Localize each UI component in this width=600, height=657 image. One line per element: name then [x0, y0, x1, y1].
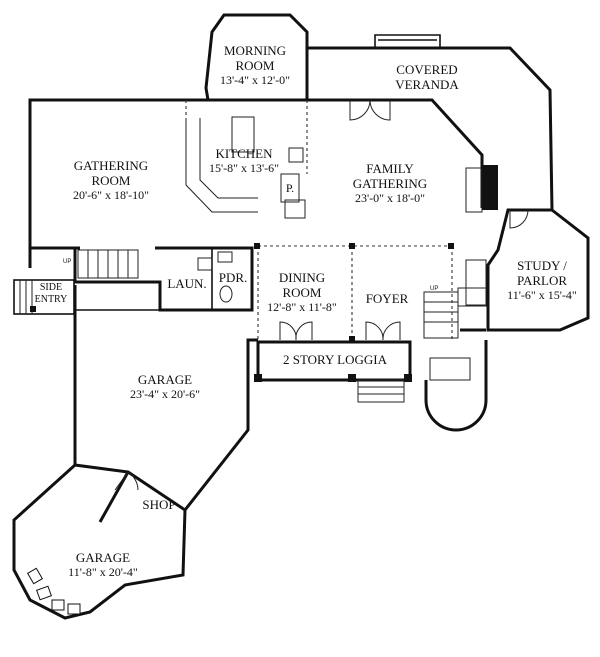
gathering-room-label: GATHERING ROOM 20'-6" x 18'-10" — [46, 158, 176, 203]
side-entry-post — [30, 306, 36, 312]
loggia-post-3 — [404, 374, 412, 382]
coat-closet — [457, 287, 487, 307]
powder-sink — [217, 251, 233, 263]
garage-small-walls — [12, 463, 187, 620]
side-entry-label: SIDE ENTRY — [28, 282, 74, 306]
garage-main-name: GARAGE — [137, 372, 193, 387]
column-1 — [254, 243, 260, 249]
pantry-box — [280, 173, 300, 203]
fridge — [284, 199, 306, 219]
loggia-name: 2 STORY LOGGIA — [282, 352, 387, 367]
loggia-post-2 — [348, 374, 356, 382]
laundry-label: LAUN. — [164, 276, 210, 291]
morning-room-label: MORNING ROOM 13'-4" x 12'-0" — [200, 43, 310, 88]
dining-room-name: DINING ROOM — [278, 270, 326, 300]
morning-room-walls — [204, 13, 309, 102]
loggia-steps — [357, 379, 405, 403]
loggia-post-1 — [254, 374, 262, 382]
garage-small-dims: 11'-8" x 20'-4" — [68, 565, 138, 579]
kitchen-sink — [288, 147, 304, 163]
column-2 — [349, 243, 355, 249]
family-gathering-label: FAMILY GATHERING 23'-0" x 18'-0" — [330, 161, 450, 206]
kitchen-island — [231, 116, 255, 153]
powder-name: PDR. — [218, 270, 248, 285]
study-door — [509, 209, 529, 229]
stair-right-up-label: UP — [430, 286, 439, 292]
gathering-room-name: GATHERING ROOM — [73, 158, 149, 188]
veranda-label: COVERED VERANDA — [372, 62, 482, 92]
veranda-name: COVERED VERANDA — [395, 62, 459, 92]
fireplace — [482, 165, 498, 210]
morning-room-name: MORNING ROOM — [223, 43, 287, 73]
dining-room-label: DINING ROOM 12'-8" x 11'-8" — [252, 270, 352, 315]
veranda-door — [349, 99, 391, 121]
loggia-walls — [256, 340, 412, 382]
stair-left — [77, 249, 139, 279]
kitchen-dims: 15'-8" x 13'-6" — [208, 161, 280, 175]
study-parlor-name: STUDY / PARLOR — [516, 258, 568, 288]
gathering-room-dims: 20'-6" x 18'-10" — [72, 188, 150, 202]
family-gathering-name: FAMILY GATHERING — [352, 161, 428, 191]
study-parlor-label: STUDY / PARLOR 11'-6" x 15'-4" — [494, 258, 590, 303]
garage-main-dims: 23'-4" x 20'-6" — [129, 387, 201, 401]
powder-toilet — [219, 285, 233, 303]
pantry-label: P. — [281, 181, 299, 196]
shop-name: SHOP — [142, 497, 176, 512]
veranda-steps — [374, 34, 441, 48]
study-closet — [465, 259, 487, 306]
dining-door — [279, 321, 313, 341]
garage-main-label: GARAGE 23'-4" x 20'-6" — [100, 372, 230, 402]
column-4 — [349, 336, 355, 342]
side-entry-stoop — [13, 279, 75, 315]
study-walls — [486, 208, 590, 332]
stair-left-up-label: UP — [63, 259, 72, 265]
kitchen-counter — [185, 118, 258, 213]
stair-right — [423, 291, 459, 339]
loggia-label: 2 STORY LOGGIA — [262, 352, 408, 367]
fireplace-hearth — [465, 167, 483, 213]
veranda-walls — [307, 46, 554, 211]
study-parlor-dims: 11'-6" x 15'-4" — [507, 288, 577, 302]
morning-room-dims: 13'-4" x 12'-0" — [219, 73, 291, 87]
kitchen-label: KITCHEN 15'-8" x 13'-6" — [196, 146, 292, 176]
family-gathering-dims: 23'-0" x 18'-0" — [354, 191, 426, 205]
side-entry-name: SIDE ENTRY — [34, 282, 68, 305]
pantry-name: P. — [285, 181, 295, 195]
foyer-label: FOYER — [352, 291, 422, 306]
powder-label: PDR. — [212, 270, 254, 285]
kitchen-name: KITCHEN — [215, 146, 273, 161]
kitchen-counter-inner — [199, 118, 258, 199]
garage-small-windows — [26, 567, 81, 615]
shop-door — [114, 471, 139, 491]
shop-wall — [98, 471, 130, 523]
turret — [424, 340, 488, 432]
column-3 — [448, 243, 454, 249]
dining-room-dims: 12'-8" x 11'-8" — [267, 300, 337, 314]
laundry-name: LAUN. — [167, 276, 207, 291]
front-door — [365, 321, 401, 341]
garage-small-label: GARAGE 11'-8" x 20'-4" — [48, 550, 158, 580]
garage-small-name: GARAGE — [75, 550, 131, 565]
shop-label: SHOP — [136, 497, 182, 512]
turret-bath — [429, 357, 471, 381]
washer — [197, 257, 213, 271]
gathering-room-walls — [28, 98, 208, 268]
foyer-name: FOYER — [365, 291, 409, 306]
